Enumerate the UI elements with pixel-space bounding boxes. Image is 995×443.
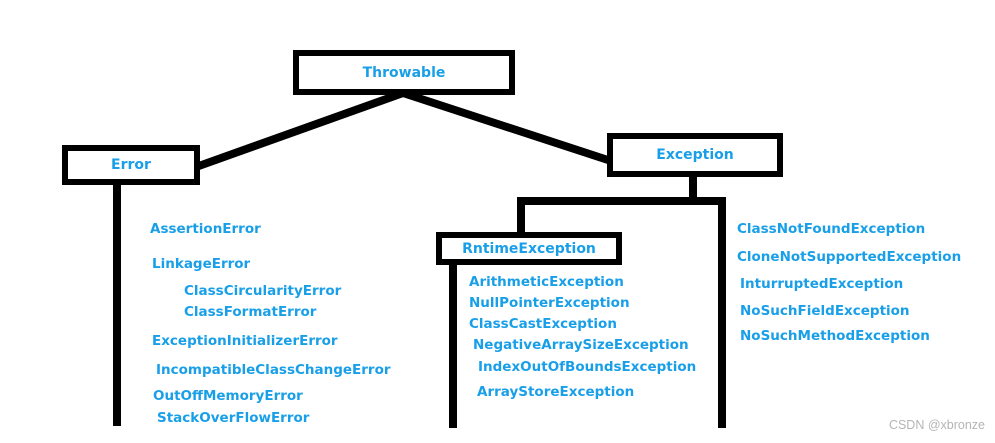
runtime-child-arithmetic-exception: ArithmeticException (469, 274, 624, 290)
error-child-class-format-error: ClassFormatError (184, 304, 317, 320)
error-child-linkage-error: LinkageError (152, 256, 251, 272)
exception-child-class-not-found-exception: ClassNotFoundException (737, 221, 926, 237)
runtime-child-array-store-exception: ArrayStoreException (477, 384, 635, 400)
node-runtime-exception: RntimeException (436, 232, 622, 265)
node-exception: Exception (607, 133, 783, 177)
node-runtime-exception-label: RntimeException (462, 240, 596, 257)
runtime-child-index-out-of-bounds-exception: IndexOutOfBoundsException (478, 359, 697, 375)
node-exception-label: Exception (656, 147, 734, 163)
error-child-incompatible-class-change-error: IncompatibleClassChangeError (156, 362, 391, 378)
node-throwable: Throwable (293, 50, 515, 95)
exception-child-inturrupted-exception: InturruptedException (740, 276, 904, 292)
runtime-child-negative-array-size-exception: NegativeArraySizeException (473, 337, 689, 353)
runtime-child-null-pointer-exception: NullPointerException (469, 295, 630, 311)
error-child-class-circularity-error: ClassCircularityError (184, 283, 342, 299)
watermark: CSDN @xbronze (888, 418, 985, 432)
edge-throwable-exception (401, 89, 613, 165)
node-error-label: Error (111, 157, 151, 173)
error-child-assertion-error: AssertionError (150, 221, 261, 237)
exception-child-no-such-field-exception: NoSuchFieldException (740, 303, 910, 319)
node-error: Error (62, 145, 200, 185)
edge-throwable-error (194, 89, 405, 171)
exception-child-no-such-method-exception: NoSuchMethodException (740, 328, 930, 344)
error-child-out-off-memory-error: OutOffMemoryError (153, 388, 303, 404)
node-throwable-label: Throwable (362, 64, 446, 81)
error-child-stack-over-flow-error: StackOverFlowError (157, 410, 310, 426)
error-child-exception-initializer-error: ExceptionInitializerError (152, 333, 338, 349)
exception-child-clone-not-supported-exception: CloneNotSupportedException (737, 249, 962, 265)
runtime-child-class-cast-exception: ClassCastException (469, 316, 617, 332)
